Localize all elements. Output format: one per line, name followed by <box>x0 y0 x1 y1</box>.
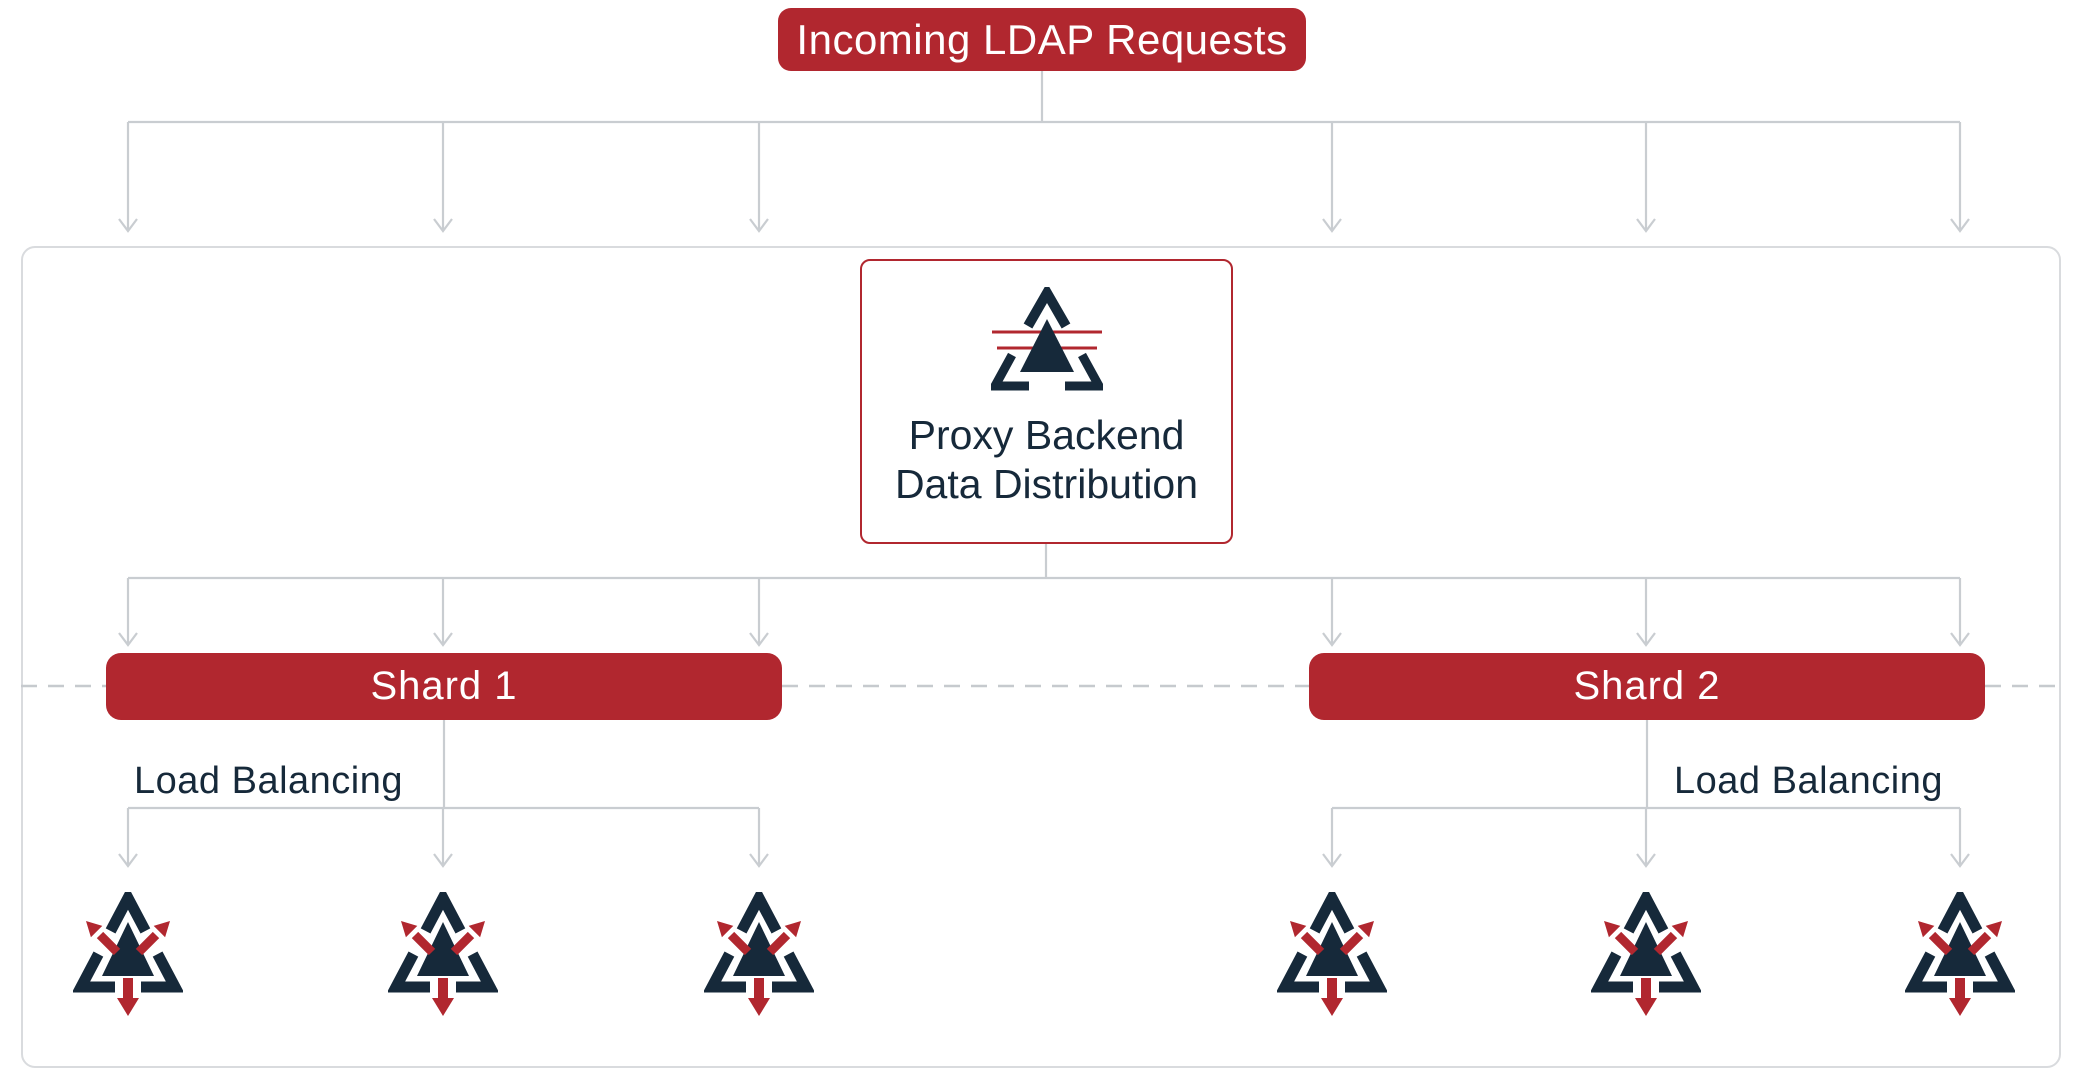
incoming-request-arrows <box>118 71 1970 233</box>
directory-server-replication-icon <box>388 892 498 1018</box>
directory-server-replication-icon <box>1905 892 2015 1018</box>
proxy-backend-title: Proxy Backend <box>908 412 1185 458</box>
shard-1-node: Shard 1 <box>106 653 782 720</box>
shard-2-load-balancing-label: Load Balancing <box>1674 760 1943 802</box>
proxy-backend-subtitle: Data Distribution <box>894 461 1199 507</box>
directory-server-replication-icon <box>704 892 814 1018</box>
shard-2-label: Shard 2 <box>1573 664 1721 708</box>
shard-1-label: Shard 1 <box>370 664 518 708</box>
proxy-backend-node: Proxy Backend Data Distribution <box>860 259 1233 544</box>
directory-server-replication-icon <box>1591 892 1701 1018</box>
directory-server-replication-icon <box>1277 892 1387 1018</box>
directory-server-replication-icon <box>73 892 183 1018</box>
directory-proxy-icon <box>990 287 1103 391</box>
incoming-ldap-requests-label: Incoming LDAP Requests <box>796 15 1288 63</box>
shard-2-node: Shard 2 <box>1309 653 1985 720</box>
incoming-ldap-requests-node: Incoming LDAP Requests <box>778 8 1306 71</box>
deployment-boundary-frame <box>21 246 2061 1068</box>
shard-1-load-balancing-label: Load Balancing <box>134 760 403 802</box>
